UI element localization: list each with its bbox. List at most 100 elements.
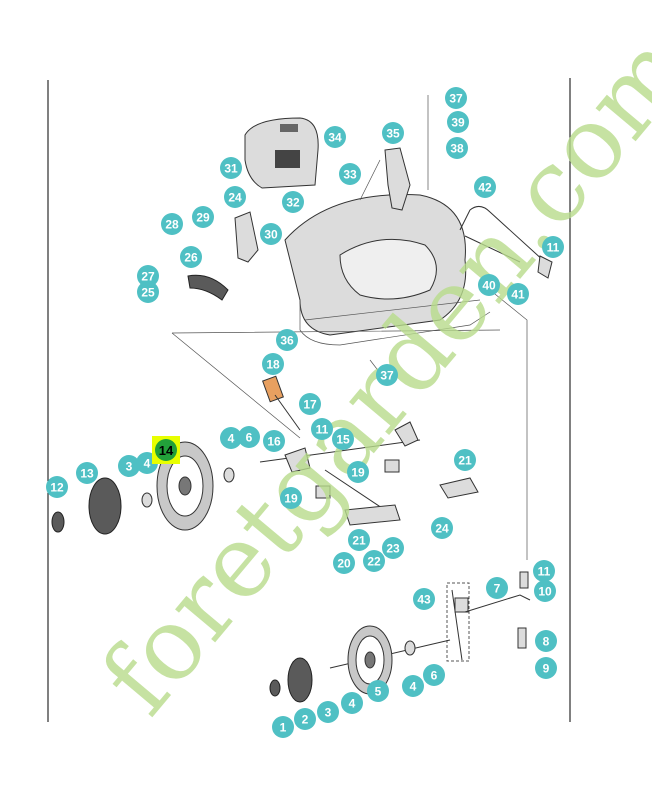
- right-handle-bracket: [384, 147, 411, 211]
- front-bearing: [141, 492, 153, 508]
- callout-8: 8: [535, 630, 557, 652]
- callout-label: 9: [543, 662, 550, 676]
- callout-33: 33: [339, 163, 361, 185]
- callout-label: 8: [543, 635, 550, 649]
- callout-7: 7: [486, 577, 508, 599]
- callout-label: 17: [303, 398, 317, 412]
- callout-label: 30: [264, 228, 278, 242]
- callout-selected[interactable]: 14: [152, 436, 180, 464]
- callout-4: 4: [341, 692, 363, 714]
- callout-label: 11: [538, 565, 551, 579]
- callout-label: 22: [367, 555, 381, 569]
- callout-label: 24: [435, 522, 449, 536]
- callout-label: 37: [380, 369, 394, 383]
- callout-label: 10: [538, 585, 552, 599]
- callout-11: 11: [311, 418, 333, 440]
- front-linkage: [284, 447, 479, 526]
- callout-19: 19: [280, 487, 302, 509]
- callout-label: 32: [286, 196, 300, 210]
- callout-label: 37: [449, 92, 463, 106]
- callout-label: 12: [50, 481, 64, 495]
- rear-wheel-cap: [269, 679, 281, 697]
- callout-label: 26: [184, 251, 198, 265]
- callout-label: 15: [336, 433, 350, 447]
- callout-11: 11: [542, 236, 564, 258]
- callout-1: 1: [272, 716, 294, 738]
- rear-wheel: [347, 625, 393, 695]
- callout-4: 4: [402, 675, 424, 697]
- callout-label: 2: [302, 713, 309, 727]
- rear-bearing: [404, 640, 416, 656]
- callout-5: 5: [367, 680, 389, 702]
- callout-label: 31: [224, 162, 238, 176]
- rear-flap-lever: [459, 206, 553, 279]
- callout-label: 4: [349, 697, 356, 711]
- callout-43: 43: [413, 588, 435, 610]
- front-washer: [223, 467, 235, 483]
- callout-30: 30: [260, 223, 282, 245]
- callout-10: 10: [534, 580, 556, 602]
- front-wheel-cap: [51, 511, 65, 533]
- callout-12: 12: [46, 476, 68, 498]
- rear-wheel-hubcap: [287, 657, 313, 703]
- callout-41: 41: [507, 283, 529, 305]
- callout-13: 13: [76, 462, 98, 484]
- callout-label: 4: [144, 457, 151, 471]
- left-handle-bracket: [234, 211, 259, 263]
- callout-35: 35: [382, 122, 404, 144]
- callout-24: 24: [431, 517, 453, 539]
- callout-3: 3: [317, 701, 339, 723]
- callout-32: 32: [282, 191, 304, 213]
- callout-19: 19: [347, 461, 369, 483]
- height-adjuster-segment: [187, 274, 229, 301]
- callout-6: 6: [238, 426, 260, 448]
- callout-label: 27: [141, 270, 155, 284]
- callout-label: 41: [511, 288, 525, 302]
- callout-42: 42: [474, 176, 496, 198]
- callout-label: 35: [386, 127, 400, 141]
- callout-37: 37: [376, 364, 398, 386]
- callout-label: 38: [450, 142, 464, 156]
- callout-3: 3: [118, 455, 140, 477]
- callout-label: 33: [343, 168, 357, 182]
- axle-bracket: [394, 421, 419, 447]
- callout-label: 7: [494, 582, 501, 596]
- callout-label: 5: [375, 685, 382, 699]
- callout-label: 16: [267, 435, 281, 449]
- front-wheel-hubcap: [88, 477, 122, 535]
- callout-25: 25: [137, 281, 159, 303]
- callout-38: 38: [446, 137, 468, 159]
- callout-15: 15: [332, 428, 354, 450]
- callout-label: 1: [280, 721, 287, 735]
- callout-label: 40: [482, 279, 496, 293]
- callout-label: 19: [351, 466, 365, 480]
- callout-36: 36: [276, 329, 298, 351]
- callout-34: 34: [324, 126, 346, 148]
- callout-37: 37: [445, 87, 467, 109]
- callout-label: 34: [328, 131, 342, 145]
- callout-label: 18: [266, 358, 280, 372]
- callout-40: 40: [478, 274, 500, 296]
- callout-label: 43: [417, 593, 431, 607]
- callout-label: 39: [451, 116, 465, 130]
- callout-18: 18: [262, 353, 284, 375]
- callout-label: 4: [228, 432, 235, 446]
- callout-20: 20: [333, 552, 355, 574]
- callout-39: 39: [447, 111, 469, 133]
- height-lever: [262, 375, 301, 431]
- callout-17: 17: [299, 393, 321, 415]
- callout-label: 6: [431, 669, 438, 683]
- callout-6: 6: [423, 664, 445, 686]
- callout-26: 26: [180, 246, 202, 268]
- callout-21: 21: [348, 529, 370, 551]
- selected-callout-label: 14: [159, 443, 174, 458]
- callout-label: 4: [410, 680, 417, 694]
- callout-24: 24: [224, 186, 246, 208]
- callout-11: 11: [533, 560, 555, 582]
- control-box: [244, 117, 319, 189]
- callout-9: 9: [535, 657, 557, 679]
- leader-lines: [171, 95, 528, 560]
- callout-label: 23: [386, 542, 400, 556]
- callout-label: 19: [284, 492, 298, 506]
